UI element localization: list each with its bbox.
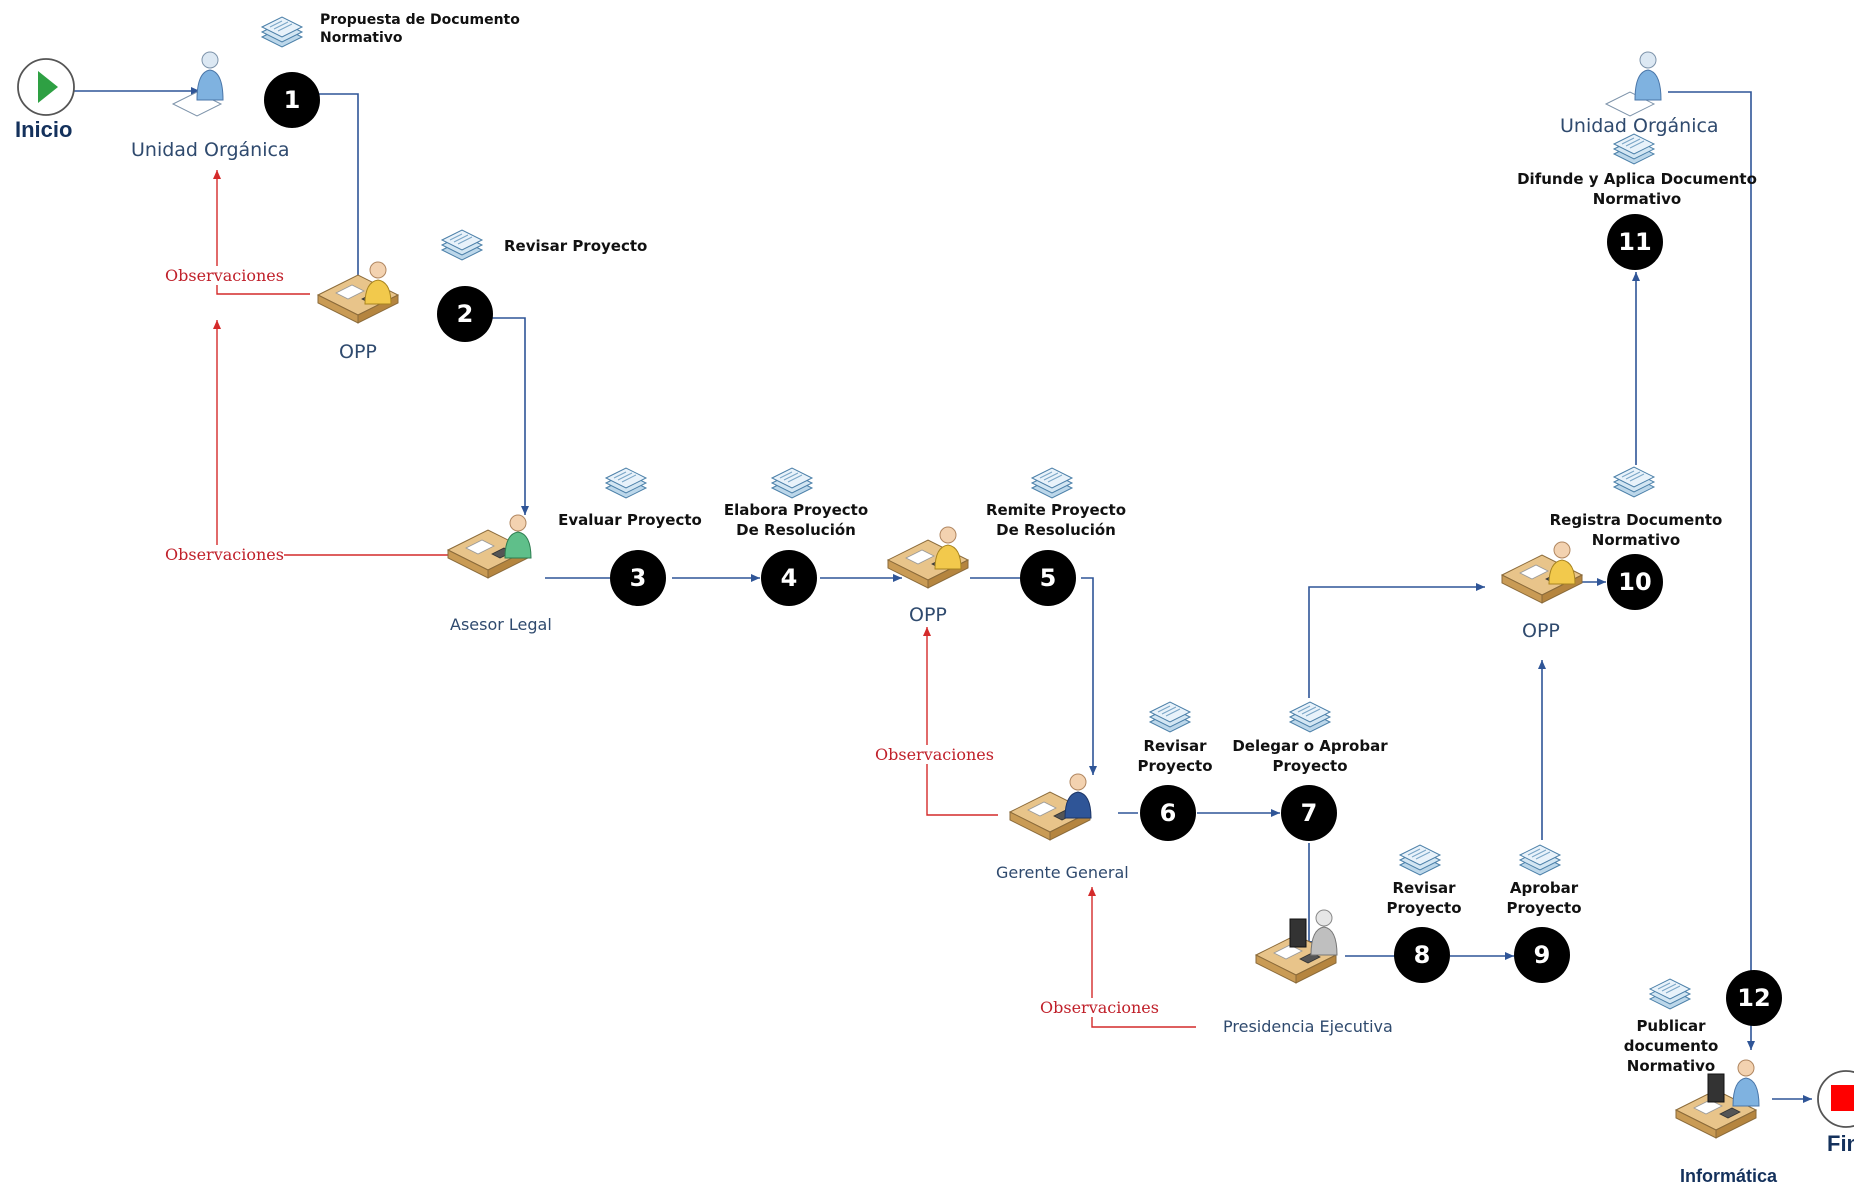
actor-gerente-general: Gerente General <box>996 863 1129 882</box>
task-2-label: Revisar Proyecto <box>504 237 648 255</box>
step-5: 5 <box>1020 550 1076 606</box>
task-9-label: Aprobar Proyecto <box>1506 879 1582 917</box>
step-11: 11 <box>1607 214 1663 270</box>
obs-presidencia-to-gerente <box>1088 887 1196 1028</box>
step-10: 10 <box>1607 554 1663 610</box>
document-icon-6 <box>1149 701 1191 733</box>
task-10-label: Registra Documento Normativo <box>1549 511 1723 549</box>
step-9: 9 <box>1514 927 1570 983</box>
actor-asesor-legal: Asesor Legal <box>450 615 552 634</box>
document-icon-1 <box>261 16 303 48</box>
start-event <box>17 58 75 116</box>
step-3: 3 <box>610 550 666 606</box>
document-icon-3 <box>605 467 647 499</box>
task-5-label: Remite Proyecto De Resolución <box>985 501 1127 539</box>
step-12: 12 <box>1726 970 1782 1026</box>
flow-5-to-gerente <box>1081 577 1097 775</box>
flow-1-to-opp <box>315 93 362 290</box>
task-11-label: Difunde y Aplica Documento Normativo <box>1517 170 1757 208</box>
opp-desk-icon-3 <box>1501 541 1583 604</box>
observation-label-4: Observaciones <box>1040 998 1159 1017</box>
actor-unidad-organica-1: Unidad Orgánica <box>131 139 290 161</box>
observation-label-2: Observaciones <box>165 545 284 564</box>
unidad-organica-icon-2 <box>1604 51 1662 117</box>
task-1-label: Propuesta de Documento Normativo <box>320 12 520 46</box>
informatica-desk-icon <box>1675 1059 1760 1139</box>
step-4: 4 <box>761 550 817 606</box>
flow-unidad-to-12 <box>1668 91 1755 1050</box>
task-3-label: Evaluar Proyecto <box>558 511 702 529</box>
actor-presidencia-ejecutiva: Presidencia Ejecutiva <box>1223 1017 1393 1036</box>
document-icon-2 <box>441 229 483 261</box>
task-7-label: Delegar o Aprobar Proyecto <box>1232 737 1388 775</box>
document-icon-8 <box>1399 844 1441 876</box>
step-8: 8 <box>1394 927 1450 983</box>
document-icon-12 <box>1649 978 1691 1010</box>
task-6-label: Revisar Proyecto <box>1137 737 1213 775</box>
step-2: 2 <box>437 286 493 342</box>
document-icon-7 <box>1289 701 1331 733</box>
step-7: 7 <box>1281 785 1337 841</box>
document-icon-10 <box>1613 466 1655 498</box>
task-12-label: Publicar documento Normativo <box>1623 1017 1719 1075</box>
end-event <box>1817 1070 1854 1128</box>
document-icon-9 <box>1519 844 1561 876</box>
actor-unidad-organica-2: Unidad Orgánica <box>1560 115 1719 137</box>
task-4-label: Elabora Proyecto De Resolución <box>723 501 869 539</box>
step-6: 6 <box>1140 785 1196 841</box>
actor-opp-1: OPP <box>339 341 377 363</box>
document-icon-4 <box>771 467 813 499</box>
actor-informatica: Informática <box>1680 1166 1778 1186</box>
asesor-legal-desk-icon <box>447 514 532 579</box>
observation-label-1: Observaciones <box>165 266 284 285</box>
flow-connectors <box>64 87 1812 1103</box>
end-label: Fin <box>1827 1131 1854 1156</box>
opp-desk-icon-2 <box>887 526 969 589</box>
document-icon-5 <box>1031 467 1073 499</box>
stop-icon <box>1831 1085 1854 1111</box>
flow-7-to-opp <box>1308 583 1485 698</box>
obs-opp-to-unidad <box>213 170 310 295</box>
step-1: 1 <box>264 72 320 128</box>
presidencia-ejecutiva-desk-icon <box>1255 909 1338 984</box>
start-label: Inicio <box>15 117 73 142</box>
flow-2-to-asesor <box>492 317 529 515</box>
unidad-organica-icon <box>171 51 224 117</box>
document-icon-11 <box>1613 133 1655 165</box>
actor-opp-2: OPP <box>909 604 947 626</box>
obs-gerente-to-opp <box>923 627 998 816</box>
observation-label-3: Observaciones <box>875 745 994 764</box>
task-8-label: Revisar Proyecto <box>1386 879 1462 917</box>
gerente-general-desk-icon <box>1009 773 1092 841</box>
play-icon <box>38 71 58 103</box>
actor-opp-3: OPP <box>1522 620 1560 642</box>
